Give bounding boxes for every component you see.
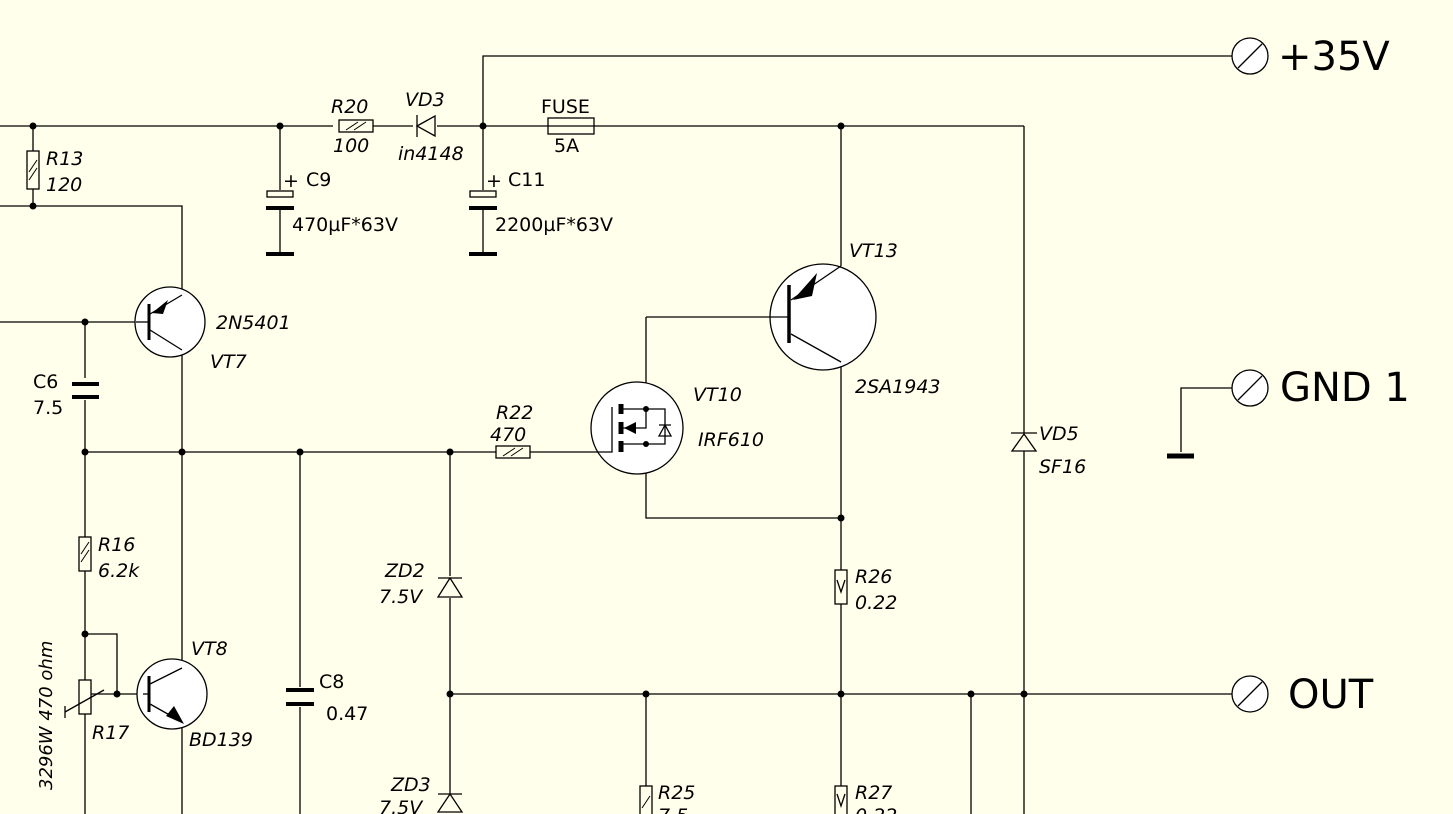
r27-value: 0.22	[855, 805, 897, 814]
capacitor-c6: C6 7.5	[33, 371, 99, 419]
r17-label: R17	[92, 722, 129, 744]
capacitor-c8: C8 0.47	[286, 671, 368, 725]
c6-label: C6	[33, 371, 58, 393]
r13-value: 120	[46, 174, 82, 196]
zd2-value: 7.5V	[379, 586, 424, 608]
vt13-type: 2SA1943	[855, 376, 941, 398]
diode-vd3: VD3 in4148	[398, 89, 464, 165]
vt10-type: IRF610	[698, 429, 764, 451]
vd5-label: VD5	[1039, 423, 1079, 445]
resistor-r22: R22 470	[490, 402, 533, 459]
r20-value: 100	[333, 135, 369, 157]
fuse-value: 5A	[554, 135, 579, 157]
c9-value: 470µF*63V	[292, 214, 398, 236]
resistor-r25: R25 7.5	[639, 782, 695, 814]
zd3-value: 7.5V	[379, 797, 424, 814]
r22-value: 470	[490, 424, 526, 446]
r25-value: 7.5	[658, 805, 688, 814]
zener-zd2: ZD2 7.5V	[379, 560, 464, 608]
transistor-vt13: VT13 2SA1943	[769, 240, 941, 398]
r16-value: 6.2k	[98, 560, 140, 582]
vt7-label: VT7	[210, 351, 247, 373]
resistor-r26: R26 0.22	[834, 566, 897, 614]
resistor-r13: R13 120	[26, 148, 83, 196]
vd5-value: SF16	[1039, 456, 1086, 478]
capacitor-c9: + C9 470µF*63V	[266, 169, 398, 256]
c8-value: 0.47	[326, 703, 368, 725]
zd3-label: ZD3	[390, 774, 431, 796]
r22-label: R22	[496, 402, 533, 424]
transistor-vt7: 2N5401 VT7	[134, 286, 291, 373]
vd3-label: VD3	[405, 89, 445, 111]
vt10-label: VT10	[693, 384, 742, 406]
vd3-value: in4148	[398, 143, 464, 165]
c11-label: C11	[508, 169, 545, 191]
vt8-label: VT8	[191, 638, 228, 660]
r13-label: R13	[46, 148, 83, 170]
resistor-r27: R27 0.22	[834, 782, 897, 814]
c8-label: C8	[319, 671, 344, 693]
vt8-type: BD139	[189, 729, 253, 751]
c9-label: C9	[306, 169, 331, 191]
r26-value: 0.22	[855, 592, 897, 614]
c11-plus: +	[486, 170, 502, 192]
r27-label: R27	[855, 782, 892, 804]
r17-type: 3296W 470 ohm	[36, 641, 57, 790]
terminal-gnd1-label: GND 1	[1280, 365, 1410, 411]
c6-value: 7.5	[33, 397, 63, 419]
capacitor-c11: + C11 2200µF*63V	[469, 169, 613, 256]
transistor-vt8: VT8 BD139	[136, 638, 253, 751]
terminal-plus35v: +35V	[1231, 34, 1390, 80]
r26-label: R26	[855, 566, 892, 588]
mosfet-vt10: VT10 IRF610	[590, 381, 764, 475]
zd2-label: ZD2	[384, 560, 425, 582]
vt13-label: VT13	[849, 240, 898, 262]
junction-dots	[29, 122, 1028, 698]
terminal-plus35v-label: +35V	[1278, 34, 1390, 80]
fuse-label: FUSE	[541, 96, 590, 118]
terminal-out-label: OUT	[1288, 672, 1374, 718]
trimmer-r17: R17 3296W 470 ohm	[36, 641, 129, 790]
diode-vd5: VD5 SF16	[1010, 423, 1086, 478]
resistor-r16: R16 6.2k	[78, 534, 140, 582]
r20-label: R20	[331, 96, 368, 118]
vt7-type: 2N5401	[216, 312, 291, 334]
terminal-gnd1: GND 1	[1231, 365, 1410, 411]
c9-plus: +	[283, 170, 299, 192]
resistor-r20: R20 100	[331, 96, 374, 157]
terminal-out: OUT	[1231, 672, 1374, 718]
r16-label: R16	[98, 534, 135, 556]
zener-zd3: ZD3 7.5V	[379, 774, 464, 814]
c11-value: 2200µF*63V	[495, 214, 613, 236]
fuse: FUSE 5A	[541, 96, 595, 157]
r25-label: R25	[658, 782, 695, 804]
